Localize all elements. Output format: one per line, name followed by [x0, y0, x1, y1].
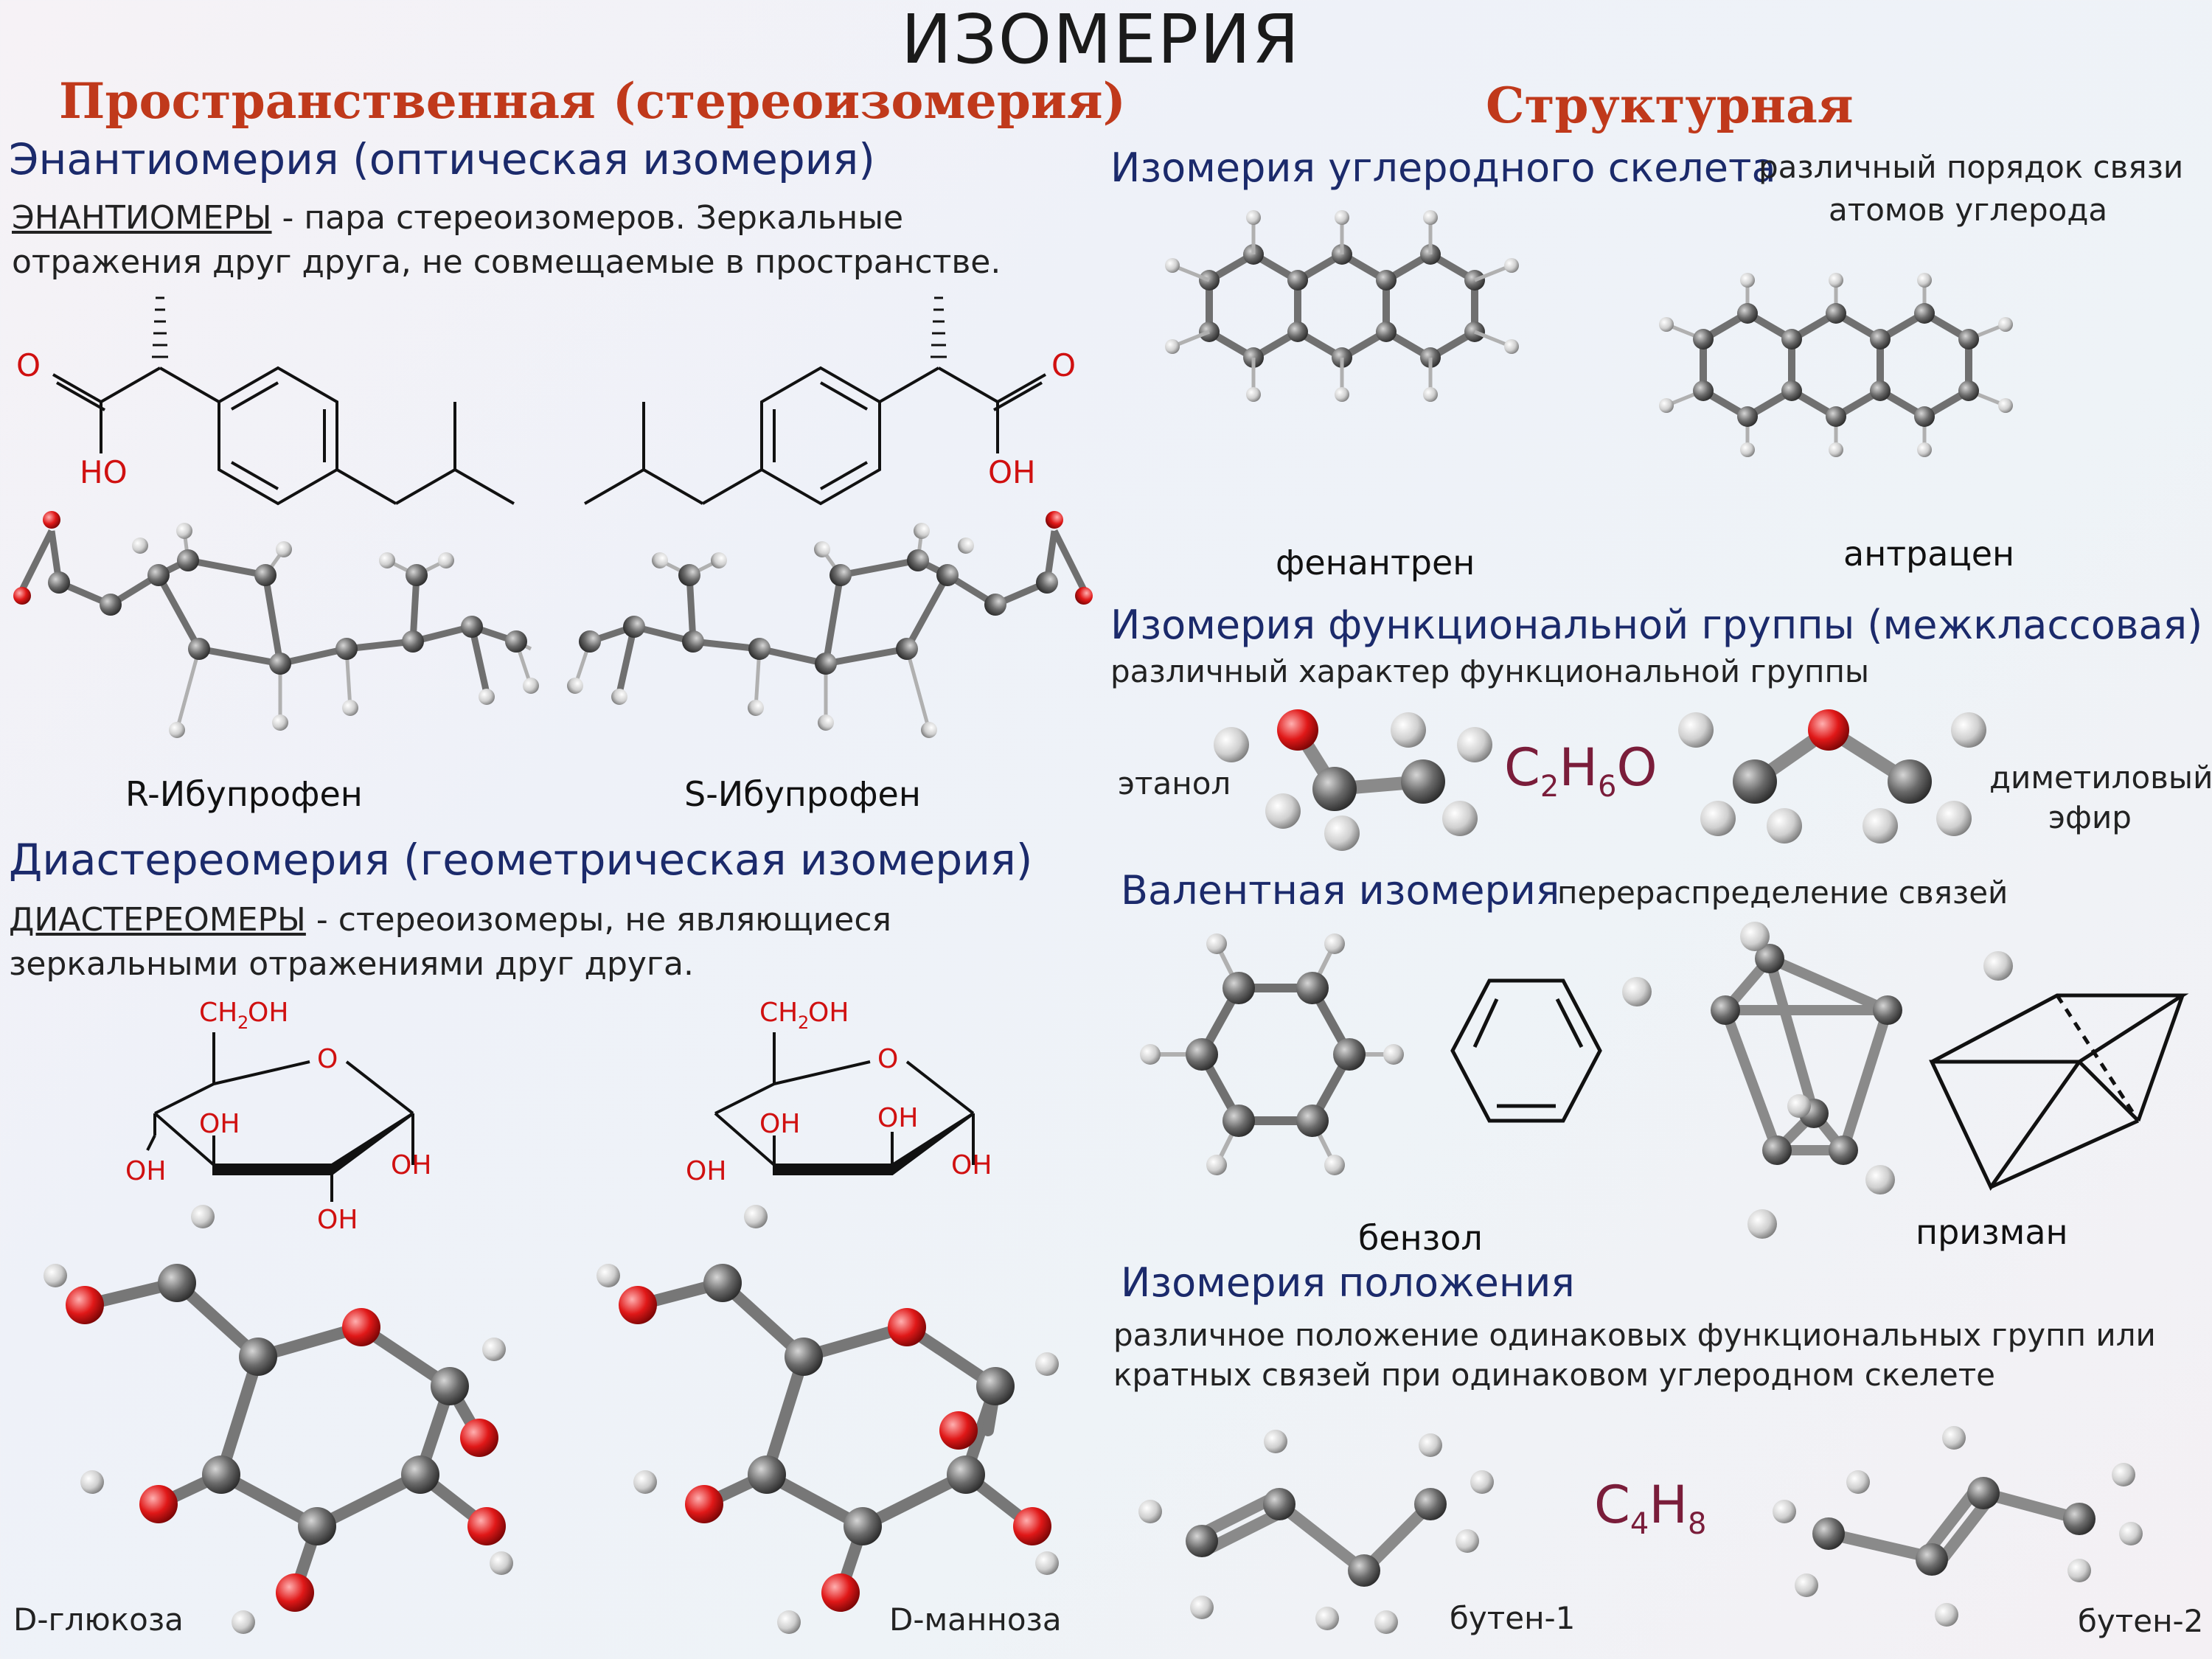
c2h6o-formula: C2H6O	[1504, 737, 1658, 804]
diastereomer-definition: ДИАСТЕРЕОМЕРЫ - стереоизомеры, не являющ…	[9, 901, 891, 983]
anthracene-3d	[1659, 273, 2013, 457]
prismane-skeletal	[1929, 993, 2189, 1191]
r-hydroxyl-ho: HO	[80, 454, 128, 490]
svg-text:CH: CH	[199, 998, 237, 1028]
enantiomer-definition: ЭНАНТИОМЕРЫ - пара стереоизомеров. Зерка…	[12, 199, 1001, 281]
svg-text:2: 2	[237, 1012, 248, 1033]
s-hydroxyl-oh: OH	[988, 454, 1036, 490]
r-ibuprofen-label: R-Ибупрофен	[125, 774, 363, 814]
butene1-label: бутен-1	[1450, 1600, 1576, 1636]
skeleton-desc-2: атомов углерода	[1829, 192, 2108, 228]
benzene-3d	[1140, 933, 1404, 1175]
stereo-heading: Пространственная (стереоизомерия)	[59, 72, 1126, 130]
skeleton-heading: Изомерия углеродного скелета	[1110, 145, 1776, 191]
svg-text:OH: OH	[951, 1150, 992, 1180]
enantiomer-term: ЭНАНТИОМЕРЫ	[12, 199, 272, 237]
benzene-skeletal	[1450, 978, 1602, 1123]
butene2-3d	[1773, 1426, 2143, 1627]
r-carbonyl-o: O	[16, 347, 41, 383]
r-ibuprofen-skeletal	[52, 366, 515, 506]
glucose-haworth	[146, 1032, 414, 1202]
svg-text:OH: OH	[199, 1109, 240, 1139]
diastereomer-heading: Диастереомерия (геометрическая изомерия)	[9, 835, 1033, 885]
anthracene-label: антрацен	[1843, 534, 2015, 574]
ethanol-3d	[1214, 709, 1492, 851]
svg-text:O: O	[877, 1044, 898, 1074]
valence-desc: перераспределение связей	[1557, 874, 2008, 911]
c4h8-formula: C4H8	[1594, 1475, 1707, 1541]
structural-heading: Структурная	[1486, 77, 1854, 134]
butene2-label: бутен-2	[2078, 1603, 2204, 1639]
svg-text:CH: CH	[759, 998, 798, 1028]
svg-text:OH: OH	[391, 1150, 431, 1180]
svg-text:OH: OH	[125, 1156, 166, 1186]
phenanthrene-3d	[1165, 210, 1519, 402]
page-title: ИЗОМЕРИЯ	[901, 0, 1301, 79]
svg-text:OH: OH	[248, 998, 288, 1028]
phenanthrene-label: фенантрен	[1276, 543, 1475, 582]
ethanol-label: этанол	[1118, 765, 1231, 801]
enantiomer-heading: Энантиомерия (оптическая изомерия)	[9, 134, 875, 184]
svg-text:2: 2	[798, 1012, 809, 1033]
glucose-label: D-глюкоза	[13, 1601, 184, 1638]
svg-text:OH: OH	[808, 998, 849, 1028]
prismane-label: призман	[1916, 1212, 2068, 1252]
s-ibuprofen-label: S-Ибупрофен	[684, 774, 921, 814]
s-carbonyl-o: O	[1051, 347, 1076, 383]
r-ibuprofen-3d	[13, 511, 539, 738]
position-heading: Изомерия положения	[1121, 1259, 1575, 1306]
butene1-3d	[1138, 1430, 1494, 1634]
mannose-haworth	[714, 1032, 975, 1175]
glucose-3d	[44, 1205, 513, 1634]
ether-label-1: диметиловый	[1989, 759, 2212, 796]
mannose-label: D-манноза	[889, 1601, 1062, 1638]
functional-heading: Изомерия функциональной группы (межкласс…	[1110, 602, 2203, 648]
skeleton-desc-1: различный порядок связи	[1759, 149, 2184, 185]
valence-heading: Валентная изомерия	[1121, 867, 1560, 914]
svg-text:OH: OH	[686, 1156, 726, 1186]
prismane-3d	[1622, 922, 2013, 1239]
dimethyl-ether-3d	[1678, 709, 1986, 844]
r-stereo-hash	[152, 296, 168, 358]
svg-text:OH: OH	[877, 1103, 918, 1133]
mannose-3d	[597, 1205, 1059, 1634]
position-desc-1: различное положение одинаковых функциона…	[1113, 1317, 2156, 1353]
svg-text:OH: OH	[759, 1109, 800, 1139]
diastereomer-term: ДИАСТЕРЕОМЕРЫ	[9, 901, 306, 939]
position-desc-2: кратных связей при одинаковом углеродном…	[1113, 1357, 1996, 1393]
s-ibuprofen-3d	[567, 511, 1093, 738]
s-ibuprofen-skeletal	[584, 366, 1046, 506]
ether-label-2: эфир	[2048, 799, 2132, 835]
benzene-label: бензол	[1358, 1218, 1483, 1258]
svg-text:OH: OH	[317, 1205, 358, 1235]
svg-text:O: O	[317, 1044, 338, 1074]
functional-desc: различный характер функциональной группы	[1110, 653, 1870, 689]
